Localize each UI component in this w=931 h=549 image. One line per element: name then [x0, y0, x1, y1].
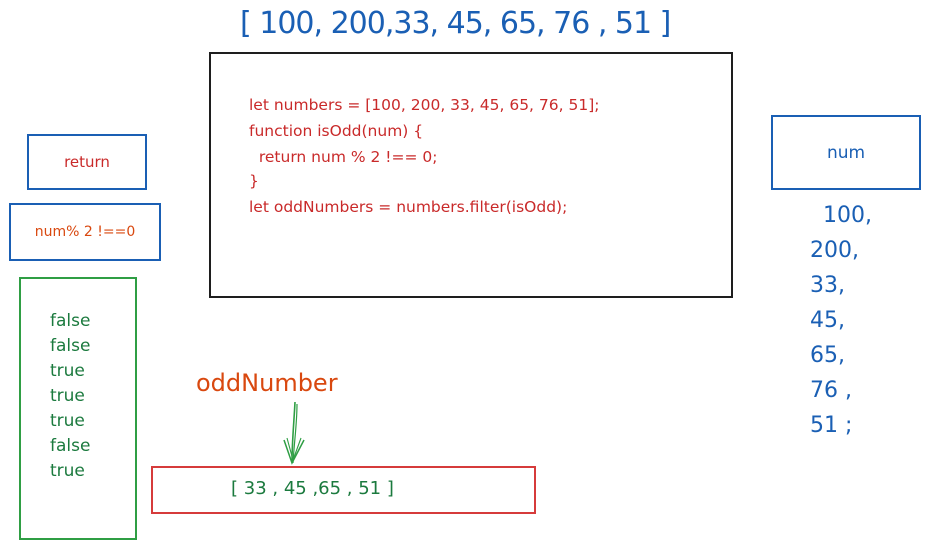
condition-label: num% 2 !==0 [34, 224, 136, 240]
boolean-item: false [50, 336, 91, 356]
result-array: [ 33 , 45 ,65 , 51 ] [231, 478, 394, 499]
code-line-3: return num % 2 !== 0; [249, 148, 438, 166]
code-line-2: function isOdd(num) { [249, 122, 424, 140]
condition-box: num% 2 !==0 [9, 203, 161, 261]
number-item: 100, [823, 203, 872, 228]
code-line-4: } [249, 172, 259, 190]
number-item: 45, [810, 308, 845, 333]
code-box: let numbers = [100, 200, 33, 45, 65, 76,… [209, 52, 733, 298]
num-label: num [826, 142, 866, 163]
number-item: 51 ; [810, 413, 853, 438]
boolean-results-box: false false true true true false true [19, 277, 137, 540]
down-arrow-icon [283, 401, 305, 465]
source-array-title: [ 100, 200,33, 45, 65, 76 , 51 ] [240, 6, 671, 41]
number-item: 65, [810, 343, 845, 368]
boolean-item: true [50, 361, 85, 381]
number-item: 33, [810, 273, 845, 298]
boolean-item: true [50, 461, 85, 481]
num-box: num [771, 115, 921, 190]
boolean-item: true [50, 386, 85, 406]
boolean-item: true [50, 411, 85, 431]
number-item: 76 , [810, 378, 852, 403]
odd-number-label: oddNumber [196, 369, 338, 397]
return-label: return [64, 153, 110, 171]
code-line-1: let numbers = [100, 200, 33, 45, 65, 76,… [249, 96, 600, 114]
number-item: 200, [810, 238, 859, 263]
boolean-item: false [50, 436, 91, 456]
code-line-5: let oddNumbers = numbers.filter(isOdd); [249, 198, 568, 216]
result-box: [ 33 , 45 ,65 , 51 ] [151, 466, 536, 514]
boolean-item: false [50, 311, 91, 331]
return-box: return [27, 134, 147, 190]
